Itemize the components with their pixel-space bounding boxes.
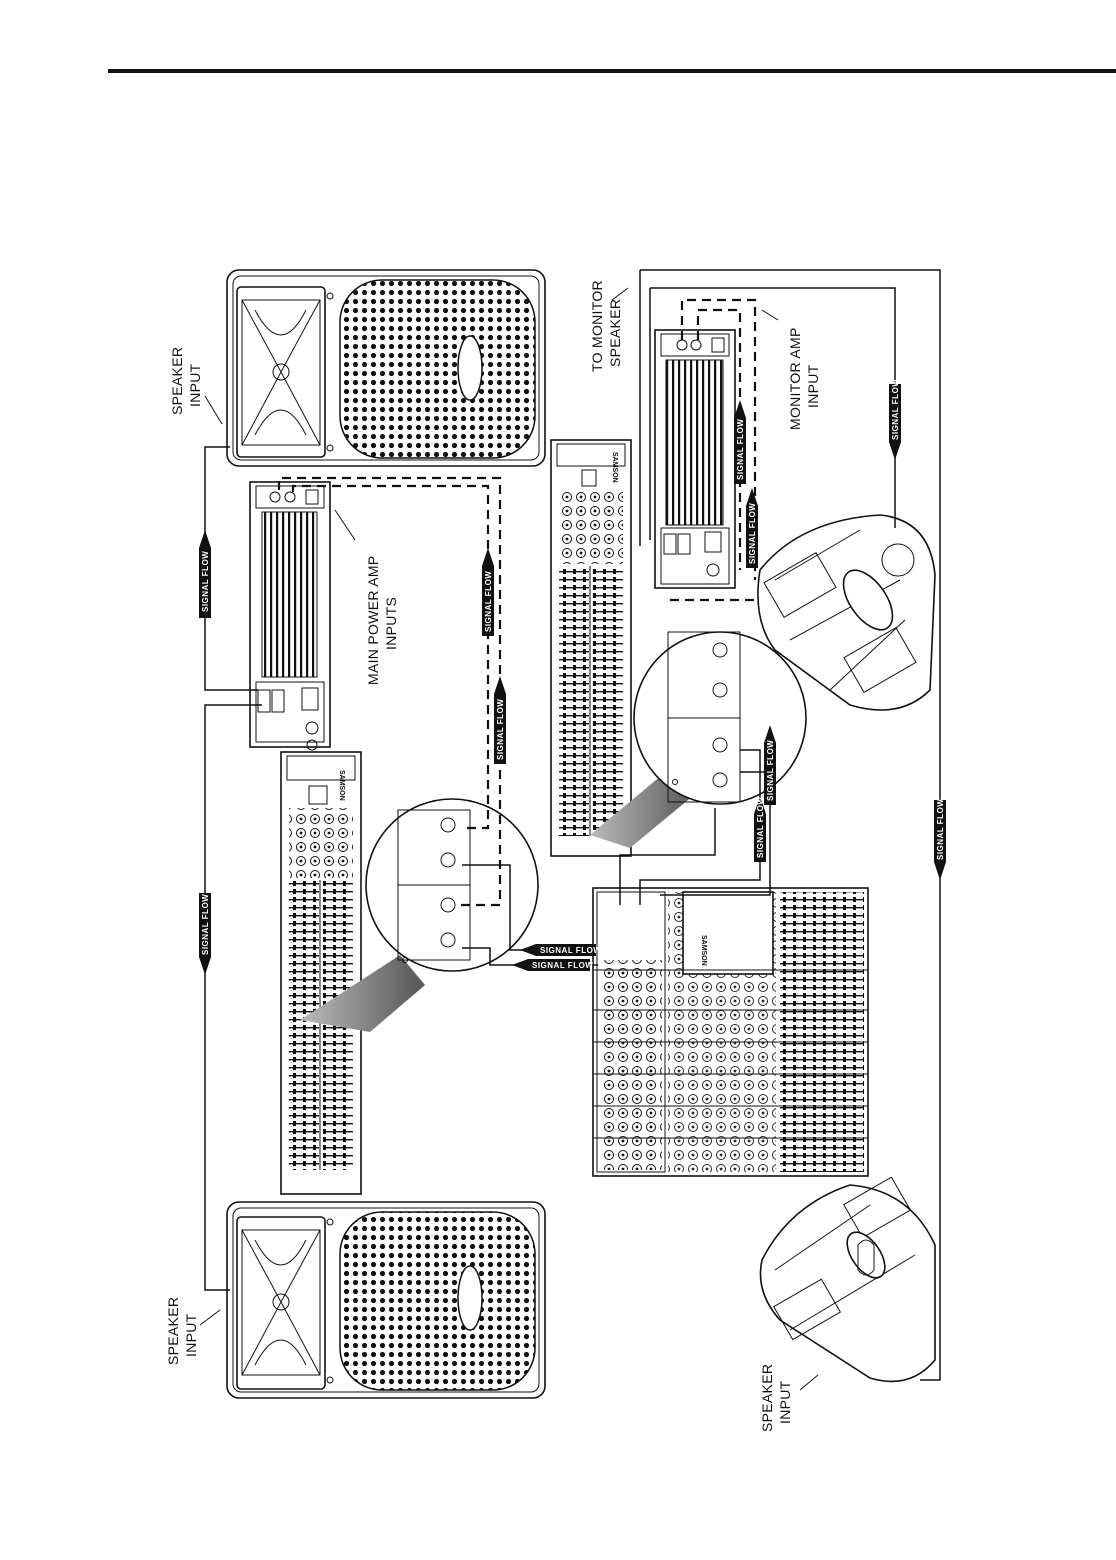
signal-flow-arrow-2: SIGNAL FLOW [199, 893, 211, 975]
main-speaker-top [226, 269, 546, 467]
signal-flow-arrow-7: SIGNAL FLOW [764, 725, 776, 805]
signal-flow-arrow-5: SIGNAL FLOW [734, 400, 746, 484]
svg-text:SIGNAL FLOW: SIGNAL FLOW [736, 419, 745, 480]
svg-text:SIGNAL FLOW: SIGNAL FLOW [936, 799, 945, 860]
main-speaker-bottom [226, 1201, 546, 1399]
signal-flow-arrow-10: SIGNAL FLOW [934, 799, 946, 880]
svg-text:SIGNAL FLOW: SIGNAL FLOW [201, 894, 210, 955]
svg-text:SIGNAL FLOW: SIGNAL FLOW [532, 961, 593, 970]
callout-speaker-input-monitor: SPEAKER INPUT [759, 1360, 793, 1432]
main-graphic-eq: SAMSON [280, 751, 362, 1195]
svg-text:SIGNAL FLOW: SIGNAL FLOW [201, 551, 210, 612]
callout-speaker-input-top: SPEAKER INPUT [169, 343, 203, 415]
svg-text:SIGNAL FLOW: SIGNAL FLOW [748, 503, 757, 564]
callout-monitor-amp-input: MONITOR AMP INPUT [787, 323, 821, 430]
svg-text:SIGNAL FLOW: SIGNAL FLOW [496, 699, 505, 760]
monitor-power-amp [654, 329, 736, 589]
svg-text:SIGNAL FLOW: SIGNAL FLOW [756, 797, 765, 858]
header-rule [108, 69, 1116, 73]
svg-text:SIGNAL FLOW: SIGNAL FLOW [484, 571, 493, 632]
svg-text:SIGNAL FLOW: SIGNAL FLOW [540, 946, 601, 955]
callout-main-power-amp-inputs: MAIN POWER AMP INPUTS [365, 552, 399, 685]
eq-brand-left: SAMSON [338, 770, 345, 801]
signal-flow-arrow-12: SIGNAL FLOW [512, 959, 593, 971]
svg-text:SIGNAL FLOW: SIGNAL FLOW [891, 379, 900, 440]
zoom-detail-left [300, 798, 539, 1032]
signal-flow-arrow-11: SIGNAL FLOW [520, 944, 601, 956]
callout-to-monitor-speaker: TO MONITOR SPEAKER [589, 276, 623, 372]
monitor-graphic-eq: SAMSON [550, 439, 632, 857]
mixer-brand: SAMSON [700, 935, 707, 966]
callout-leaders [199, 287, 819, 1391]
signal-flow-arrow-9: SIGNAL FLOW [889, 379, 901, 460]
signal-flow-arrow-4: SIGNAL FLOW [494, 676, 506, 764]
monitor-wedge-top [757, 514, 936, 711]
mixer-console: SAMSON [592, 887, 869, 1177]
svg-text:SIGNAL FLOW: SIGNAL FLOW [766, 740, 775, 801]
callout-speaker-input-bottom: SPEAKER INPUT [165, 1293, 199, 1365]
signal-flow-arrow-8: SIGNAL FLOW [754, 796, 766, 862]
zoom-detail-right [590, 631, 807, 848]
signal-flow-arrow-6: SIGNAL FLOW [746, 488, 758, 568]
signal-flow-arrow-3: SIGNAL FLOW [482, 548, 494, 636]
signal-flow-arrow-1: SIGNAL FLOW [199, 530, 211, 618]
eq-brand-right: SAMSON [611, 452, 618, 483]
monitor-wedge-bottom [759, 1176, 936, 1383]
main-power-amp [249, 481, 331, 751]
